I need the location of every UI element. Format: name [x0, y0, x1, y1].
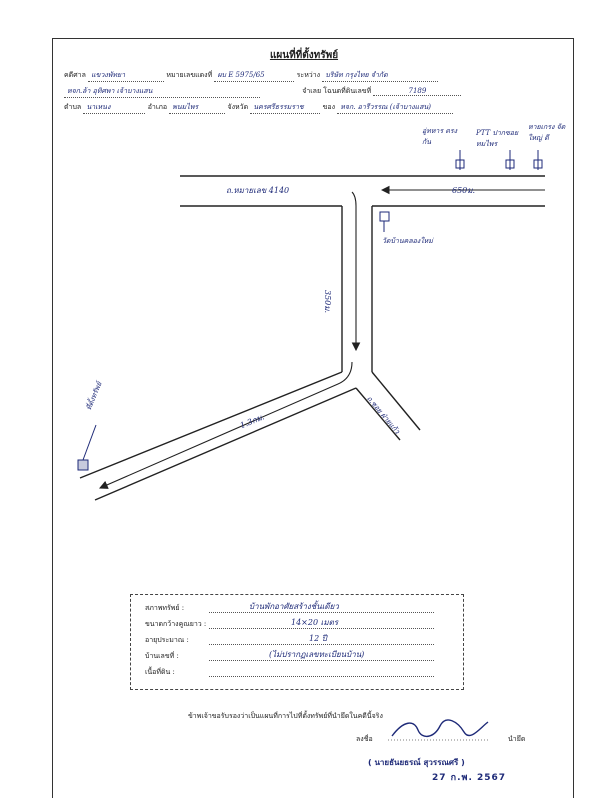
- temple-label: วัดบ้านคลองใหม่: [382, 237, 433, 245]
- between-label: ระหว่าง: [296, 71, 321, 79]
- landmark-flag-1: [455, 150, 465, 170]
- branch-road-right-edge: [371, 371, 421, 431]
- condition-value: บ้านพักอาศัยสร้างชั้นเดียว: [249, 602, 339, 611]
- size-line: [209, 619, 434, 629]
- main-road-label: ถ.หมายเลข 4140: [226, 186, 290, 195]
- lower-road-bottom-edge: [94, 387, 357, 501]
- landmark-flag-3: [533, 150, 543, 170]
- area-line: [209, 667, 434, 677]
- age-label: อายุประมาณ :: [145, 636, 189, 644]
- subdistrict-label: ตำบล: [64, 103, 82, 111]
- condition-line: [209, 603, 434, 613]
- owner-label: ของ: [322, 103, 336, 111]
- page-frame: [52, 38, 574, 798]
- size-label: ขนาดกว้างคูณยาว :: [145, 620, 207, 628]
- sign-label: ลงชื่อ: [356, 735, 373, 743]
- header-row-1: คดีศาล แขวงพัทยา หมายเลขแดงที่ ผบ E 5975…: [64, 70, 439, 82]
- house-no-line: [209, 651, 434, 661]
- deed-no-label: โฉนดที่ดินเลขที่: [323, 87, 372, 95]
- signer-name: ( นายธันยธรณ์ สุวรรณศรี ): [368, 758, 465, 767]
- document-title: แผนที่ที่ตั้งทรัพย์: [269, 50, 339, 61]
- case-label: คดีศาล: [64, 71, 86, 79]
- defendant-value: หจก.ล้า อุทิศพา เจ้าบางแสน: [64, 86, 260, 98]
- black-no-label: หมายเลขแดงที่: [166, 71, 213, 79]
- distance-650m-label: 650ม.: [452, 186, 476, 195]
- landmark-flag-2: [505, 150, 515, 170]
- landmark-label-1: อู่ทหาร ตรงกัน: [422, 127, 458, 146]
- province-label: จังหวัด: [227, 103, 249, 111]
- lower-road-top-edge: [79, 371, 343, 479]
- owner-value: หจก. อารีวรรณ (เจ้าบางแสน): [337, 102, 454, 114]
- arrow-350m: [351, 191, 361, 352]
- district-label: อำเภอ: [147, 103, 168, 111]
- black-no-value: ผบ E 5975/65: [214, 70, 295, 82]
- size-value: 14×20 เมตร: [291, 618, 339, 627]
- sign-role: นำยึด: [508, 735, 526, 743]
- condition-label: สภาพทรัพย์ :: [145, 604, 185, 612]
- deed-label: จำเลย: [302, 87, 322, 95]
- certification-text: ข้าพเจ้าขอรับรองว่าเป็นแผนที่การไปที่ตั้…: [188, 712, 383, 720]
- area-label: เนื้อที่ดิน :: [145, 668, 175, 676]
- branch-road-left-edge: [355, 387, 401, 441]
- arrow-1-3km: [98, 361, 353, 489]
- landmark-label-3: หายเกรง จัดใหญ่ ดี: [528, 123, 566, 142]
- age-value: 12 ปี: [309, 634, 327, 643]
- house-no-value: (ไม่ปรากฏเลขทะเบียนบ้าน): [269, 650, 365, 659]
- distance-350m-label: 350ม.: [323, 290, 332, 314]
- property-flag: [77, 424, 97, 471]
- header-row-3: ตำบล นาเหนง อำเภอ พนมไพร จังหวัด นครศรีธ…: [64, 102, 454, 114]
- age-line: [209, 635, 434, 645]
- province-value: นครศรีธรรมราช: [250, 102, 321, 114]
- deed-no-value: 7189: [373, 87, 462, 96]
- header-row-2: หจก.ล้า อุทิศพา เจ้าบางแสน จำเลย โฉนดที่…: [64, 86, 462, 98]
- temple-flag: [379, 211, 390, 232]
- case-value: แขวงพัทยา: [88, 70, 165, 82]
- house-no-label: บ้านเลขที่ :: [145, 652, 179, 660]
- date-stamp: 27 ก.พ. 2567: [432, 773, 507, 783]
- landmark-label-2: PTT ปากซอย ทมไพร: [476, 129, 519, 148]
- subdistrict-value: นาเหนง: [83, 102, 146, 114]
- property-info-box: สภาพทรัพย์ : บ้านพักอาศัยสร้างชั้นเดียว …: [130, 594, 464, 690]
- plaintiff-value: บริษัท กรุงไทย จำกัด: [322, 70, 439, 82]
- district-value: พนมไพร: [169, 102, 226, 114]
- signature-mark: [388, 719, 490, 741]
